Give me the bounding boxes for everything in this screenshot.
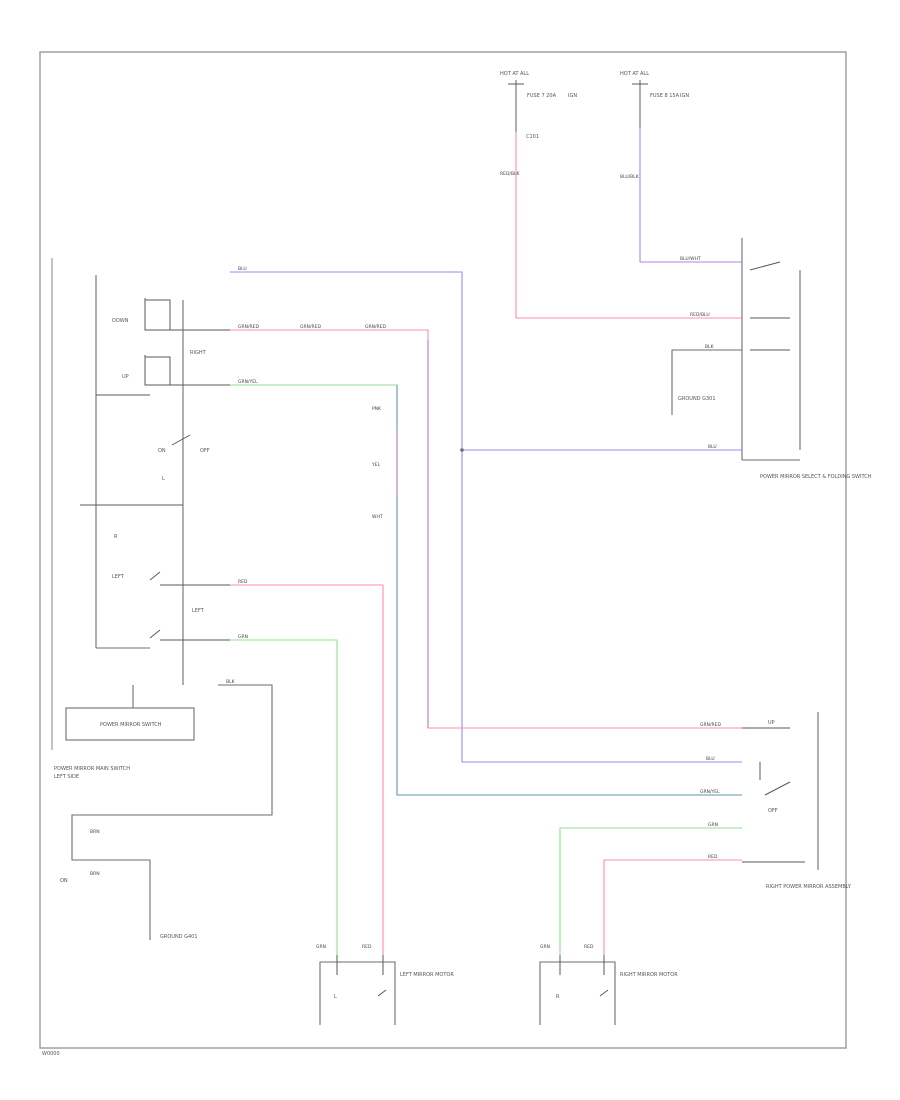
wire-label-blu-blk: BLU/BLK bbox=[620, 174, 640, 180]
ground-right-label: GROUND G301 bbox=[678, 396, 716, 402]
right-conn-up-label: UP bbox=[768, 720, 775, 726]
left-switch-caption-box bbox=[65, 707, 195, 741]
wire-red-long bbox=[230, 329, 742, 729]
left-motor-label: LEFT MIRROR MOTOR bbox=[400, 972, 454, 978]
right-switch-assembly-label: POWER MIRROR SELECT & FOLDING SWITCH bbox=[760, 474, 872, 480]
wire-label-red-blu: RED/BLU bbox=[690, 312, 710, 318]
left-switch-off-label: OFF bbox=[200, 448, 210, 454]
wire-green-right-motor bbox=[559, 827, 742, 955]
wire-label-grn-red-right: GRN/RED bbox=[700, 722, 721, 728]
fuse-1-label: FUSE 7 20A bbox=[527, 93, 557, 99]
left-switch-assembly: DOWN RIGHT UP ON OFF L R LEFT LEFT bbox=[80, 275, 230, 685]
wire-label-yel: YEL bbox=[371, 462, 381, 468]
wire-label-grn-lm-bottom: GRN bbox=[316, 944, 326, 950]
left-switch-down-label: DOWN bbox=[112, 318, 129, 324]
wire-green-left-motor bbox=[230, 639, 338, 955]
wire-red-left-motor bbox=[230, 584, 384, 955]
wire-label-grn-yel-right: GRN/YEL bbox=[700, 789, 720, 795]
wire-blue-long bbox=[230, 271, 742, 763]
wire-label-blu-right: BLU bbox=[706, 756, 715, 762]
wire-label-brn: BRN bbox=[90, 829, 100, 835]
right-motor-r-label: R bbox=[556, 994, 560, 1000]
wire-black-right-ground bbox=[671, 349, 742, 415]
left-switch-caption-2: LEFT SIDE bbox=[54, 774, 79, 780]
wire-label-wht: WHT bbox=[372, 514, 383, 520]
fuse-2-label: FUSE 8 15A bbox=[650, 93, 680, 99]
right-connector-label: RIGHT POWER MIRROR ASSEMBLY bbox=[766, 884, 852, 890]
right-motor-label: RIGHT MIRROR MOTOR bbox=[620, 972, 678, 978]
wire-black-left-ground bbox=[71, 684, 273, 940]
wire-teal-long bbox=[230, 384, 742, 796]
wire-label-brn-2: BRN bbox=[90, 871, 100, 877]
left-switch-caption: POWER MIRROR MAIN SWITCH bbox=[54, 766, 130, 772]
left-switch-left-label: LEFT bbox=[112, 574, 125, 580]
left-motor-l-label: L bbox=[334, 994, 337, 1000]
wire-label-blu-rs: BLU bbox=[708, 444, 717, 450]
wire-label-blu-wht: BLU/WHT bbox=[680, 256, 701, 262]
wire-label-red-lm-bottom: RED bbox=[362, 944, 372, 950]
right-switch-assembly: POWER MIRROR SELECT & FOLDING SWITCH bbox=[741, 238, 872, 480]
fuse-2-ign-label: IGN bbox=[680, 93, 689, 99]
fuse-1: HOT AT ALL FUSE 7 20A IGN C101 RED/BLK bbox=[500, 71, 577, 318]
left-switch-rh-label: R bbox=[114, 534, 118, 540]
right-mirror-motor: R RIGHT MIRROR MOTOR bbox=[539, 955, 678, 1025]
left-switch-right-label: RIGHT bbox=[190, 350, 207, 356]
wire-label-blk-right: BLK bbox=[705, 344, 715, 350]
right-mirror-connector: UP OFF RIGHT POWER MIRROR ASSEMBLY bbox=[742, 712, 852, 890]
wire-label-grn-yel: GRN/YEL bbox=[238, 379, 258, 385]
wire-label-pnk: PNK bbox=[372, 406, 382, 412]
wire-label-grn-red-2: GRN/RED bbox=[300, 324, 321, 330]
left-switch-box-label: POWER MIRROR SWITCH bbox=[100, 722, 162, 728]
footer-code: W0000 bbox=[42, 1051, 60, 1057]
fuse-1-connector-label: C101 bbox=[526, 134, 539, 140]
wire-label-grn-red-3: GRN/RED bbox=[365, 324, 386, 330]
left-ground-on-label: ON bbox=[60, 878, 68, 884]
ground-left-label: GROUND G401 bbox=[160, 934, 198, 940]
wire-label-red-blk: RED/BLK bbox=[500, 171, 521, 177]
fuse-1-ign-label: IGN bbox=[568, 93, 577, 99]
diagram-frame bbox=[39, 51, 847, 1049]
wire-label-grn-rm-bottom: GRN bbox=[540, 944, 550, 950]
right-conn-off-label: OFF bbox=[768, 808, 778, 814]
fuse-1-hot-label: HOT AT ALL bbox=[500, 71, 529, 77]
wire-label-blk-left: BLK bbox=[226, 679, 236, 685]
wire-label-blu-top: BLU bbox=[238, 266, 247, 272]
left-switch-on-label: ON bbox=[158, 448, 166, 454]
wire-red-right-motor bbox=[603, 859, 742, 955]
wire-label-red-rm-bottom: RED bbox=[584, 944, 594, 950]
wire-label-grn-red-1: GRN/RED bbox=[238, 324, 259, 330]
wire-label-grn-rm: GRN bbox=[708, 822, 718, 828]
wire-label-grn-lm: GRN bbox=[238, 634, 248, 640]
left-mirror-motor: L LEFT MIRROR MOTOR bbox=[319, 955, 454, 1025]
fuse-2: HOT AT ALL FUSE 8 15A IGN BLU/BLK bbox=[620, 71, 689, 262]
left-switch-left-label-2: LEFT bbox=[192, 608, 205, 614]
fuse-2-hot-label: HOT AT ALL bbox=[620, 71, 649, 77]
splice-dot-blue bbox=[460, 448, 464, 452]
left-switch-up-label: UP bbox=[122, 374, 129, 380]
wire-label-red-lm: RED bbox=[238, 579, 248, 585]
wire-label-red-rm: RED bbox=[708, 854, 718, 860]
left-switch-lh-label: L bbox=[162, 476, 165, 482]
